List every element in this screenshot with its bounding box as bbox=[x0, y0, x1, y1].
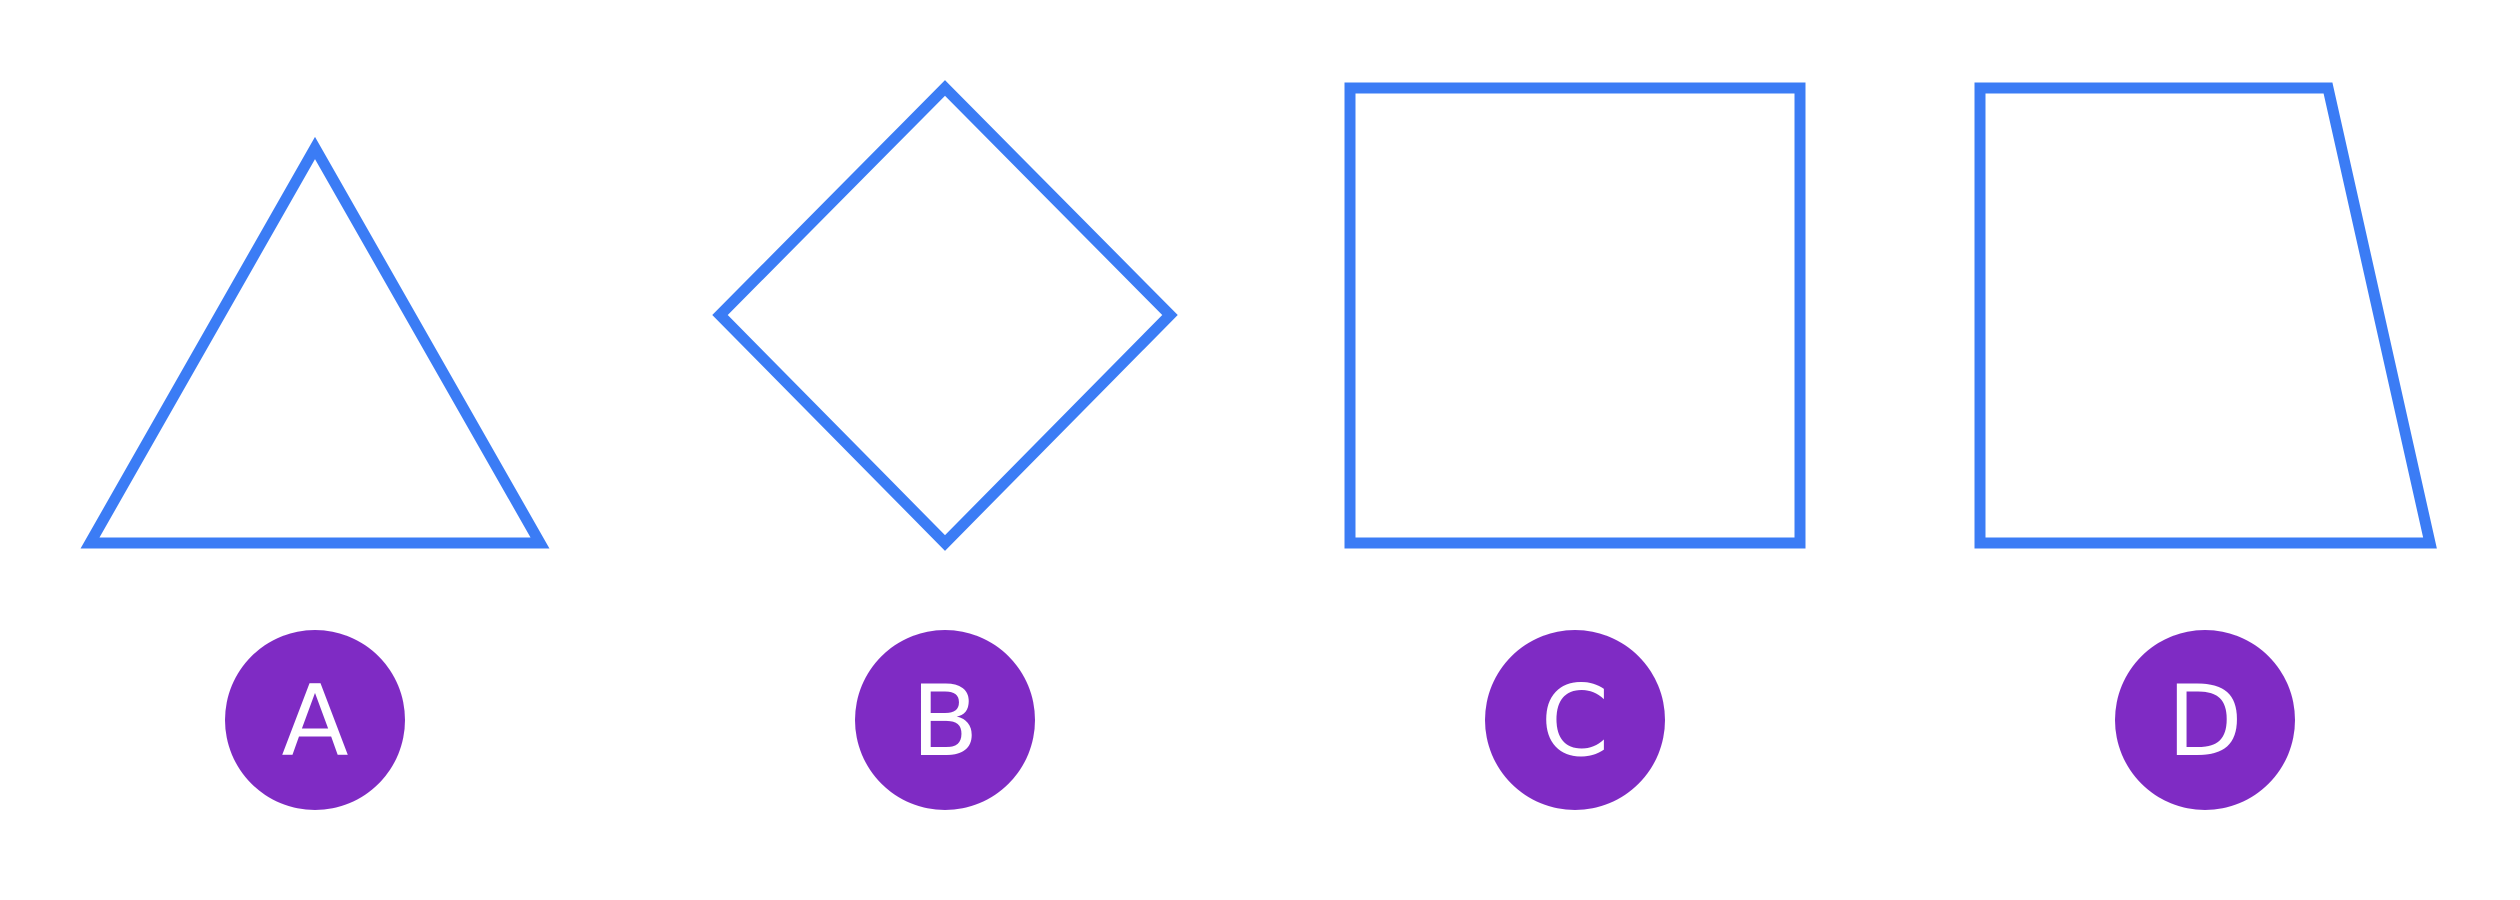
option-c-badge bbox=[1485, 630, 1665, 810]
option-c-label: C bbox=[1541, 665, 1609, 779]
option-d-badge bbox=[2115, 630, 2295, 810]
trapezoid-shape bbox=[1974, 82, 2437, 549]
option-d-label: D bbox=[2167, 665, 2242, 779]
option-a-label: A bbox=[281, 665, 348, 779]
option-a-badge bbox=[225, 630, 405, 810]
triangle-shape bbox=[80, 136, 550, 549]
option-b-badge bbox=[855, 630, 1035, 810]
option-c[interactable]: C bbox=[1344, 82, 1806, 810]
option-a[interactable]: A bbox=[80, 136, 550, 810]
square-shape bbox=[1344, 82, 1806, 549]
option-d[interactable]: D bbox=[1974, 82, 2437, 810]
option-b[interactable]: B bbox=[712, 80, 1178, 810]
rhombus-shape bbox=[712, 80, 1178, 551]
option-b-label: B bbox=[911, 665, 978, 779]
